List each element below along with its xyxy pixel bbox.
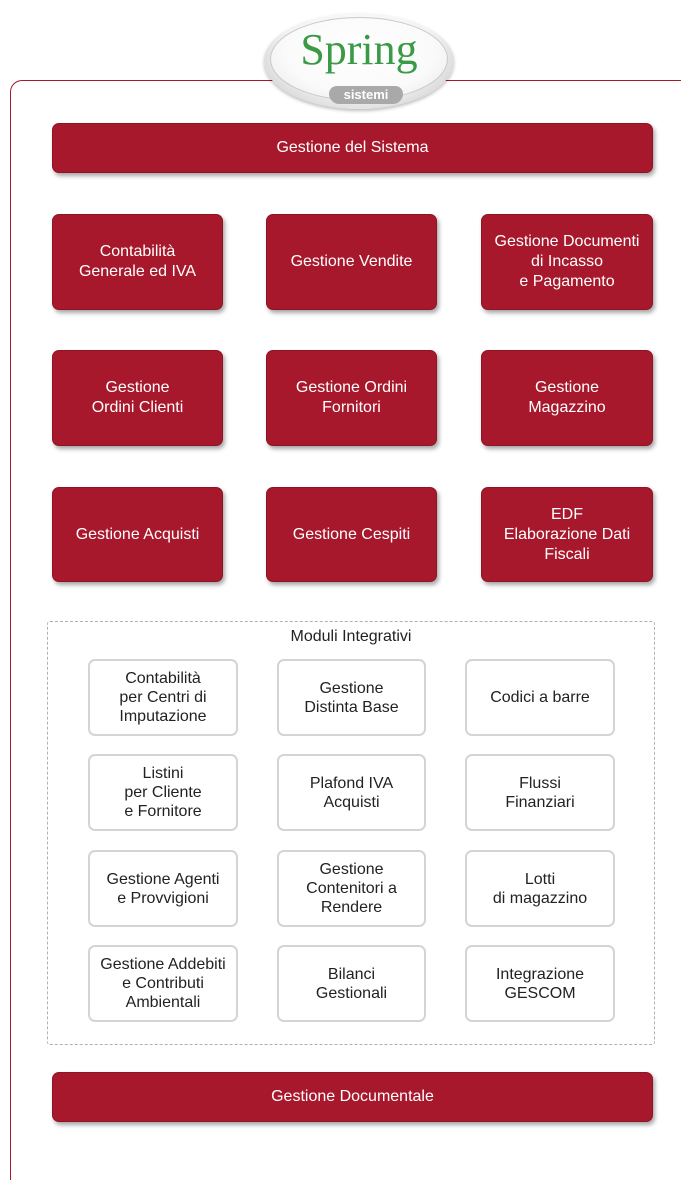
integrative-module-label: Flussi Finanziari xyxy=(505,774,575,811)
module-acquisti-button[interactable]: Gestione Acquisti xyxy=(52,487,223,582)
module-cespiti-button[interactable]: Gestione Cespiti xyxy=(266,487,437,582)
module-edf-button[interactable]: EDF Elaborazione Dati Fiscali xyxy=(481,487,653,582)
module-label: Gestione Cespiti xyxy=(292,525,411,543)
moduli-integrativi-title: Moduli Integrativi xyxy=(290,628,412,645)
integrative-module-label: Contabilità per Centri di Imputazione xyxy=(119,670,207,725)
integrative-module-contenitori-rendere[interactable]: Gestione Contenitori a Rendere xyxy=(277,850,426,927)
module-label: Gestione Vendite xyxy=(290,253,413,270)
gestione-sistema-label: Gestione del Sistema xyxy=(276,139,429,156)
integrative-module-flussi-finanziari[interactable]: Flussi Finanziari xyxy=(465,754,615,831)
module-ordini-fornitori-button[interactable]: Gestione Ordini Fornitori xyxy=(266,350,437,446)
module-ordini-clienti-button[interactable]: Gestione Ordini Clienti xyxy=(52,350,223,446)
module-label: Gestione Ordini Clienti xyxy=(91,379,184,416)
integrative-module-listini[interactable]: Listini per Cliente e Fornitore xyxy=(88,754,238,831)
integrative-module-label: Listini per Cliente e Fornitore xyxy=(124,765,202,820)
module-label: Gestione Acquisti xyxy=(75,525,200,543)
logo-ellipse: Spring sistemi xyxy=(270,17,448,104)
module-documenti-incasso-button[interactable]: Gestione Documenti di Incasso e Pagament… xyxy=(481,214,653,310)
logo-subtitle: sistemi xyxy=(329,86,403,104)
gestione-documentale-label: Gestione Documentale xyxy=(271,1088,434,1105)
integrative-module-bilanci-gestionali[interactable]: Bilanci Gestionali xyxy=(277,945,426,1022)
logo-title: Spring xyxy=(300,25,418,74)
integrative-module-distinta-base[interactable]: Gestione Distinta Base xyxy=(277,659,426,736)
module-vendite-button[interactable]: Gestione Vendite xyxy=(266,214,437,310)
module-label: Gestione Ordini Fornitori xyxy=(295,379,408,416)
integrative-module-addebiti-contributi[interactable]: Gestione Addebiti e Contributi Ambiental… xyxy=(88,945,238,1022)
module-label: Gestione Documenti di Incasso e Pagament… xyxy=(494,233,640,290)
module-label: Gestione Magazzino xyxy=(528,379,606,416)
integrative-module-plafond-iva[interactable]: Plafond IVA Acquisti xyxy=(277,754,426,831)
integrative-module-label: Lotti di magazzino xyxy=(492,870,588,907)
module-contabilita-button[interactable]: Contabilità Generale ed IVA xyxy=(52,214,223,310)
integrative-module-integrazione-gescom[interactable]: Integrazione GESCOM xyxy=(465,945,615,1022)
module-label: EDF Elaborazione Dati Fiscali xyxy=(503,505,631,563)
integrative-module-label: Gestione Agenti e Provvigioni xyxy=(106,870,220,907)
integrative-module-label: Gestione Distinta Base xyxy=(304,679,399,716)
integrative-module-label: Codici a barre xyxy=(490,689,590,706)
integrative-module-agenti-provvigioni[interactable]: Gestione Agenti e Provvigioni xyxy=(88,850,238,927)
gestione-sistema-button[interactable]: Gestione del Sistema xyxy=(52,123,653,173)
integrative-module-codici-barre[interactable]: Codici a barre xyxy=(465,659,615,736)
module-magazzino-button[interactable]: Gestione Magazzino xyxy=(481,350,653,446)
integrative-module-label: Bilanci Gestionali xyxy=(315,965,388,1002)
integrative-module-label: Plafond IVA Acquisti xyxy=(309,774,394,811)
integrative-module-label: Integrazione GESCOM xyxy=(495,965,585,1002)
integrative-module-centri-imputazione[interactable]: Contabilità per Centri di Imputazione xyxy=(88,659,238,736)
integrative-module-lotti-magazzino[interactable]: Lotti di magazzino xyxy=(465,850,615,927)
integrative-module-label: Gestione Contenitori a Rendere xyxy=(306,861,397,916)
integrative-module-label: Gestione Addebiti e Contributi Ambiental… xyxy=(100,956,226,1011)
spring-logo: Spring sistemi xyxy=(264,13,454,109)
module-label: Contabilità Generale ed IVA xyxy=(78,243,197,280)
moduli-integrativi-box xyxy=(47,621,655,1045)
gestione-documentale-button[interactable]: Gestione Documentale xyxy=(52,1072,653,1122)
